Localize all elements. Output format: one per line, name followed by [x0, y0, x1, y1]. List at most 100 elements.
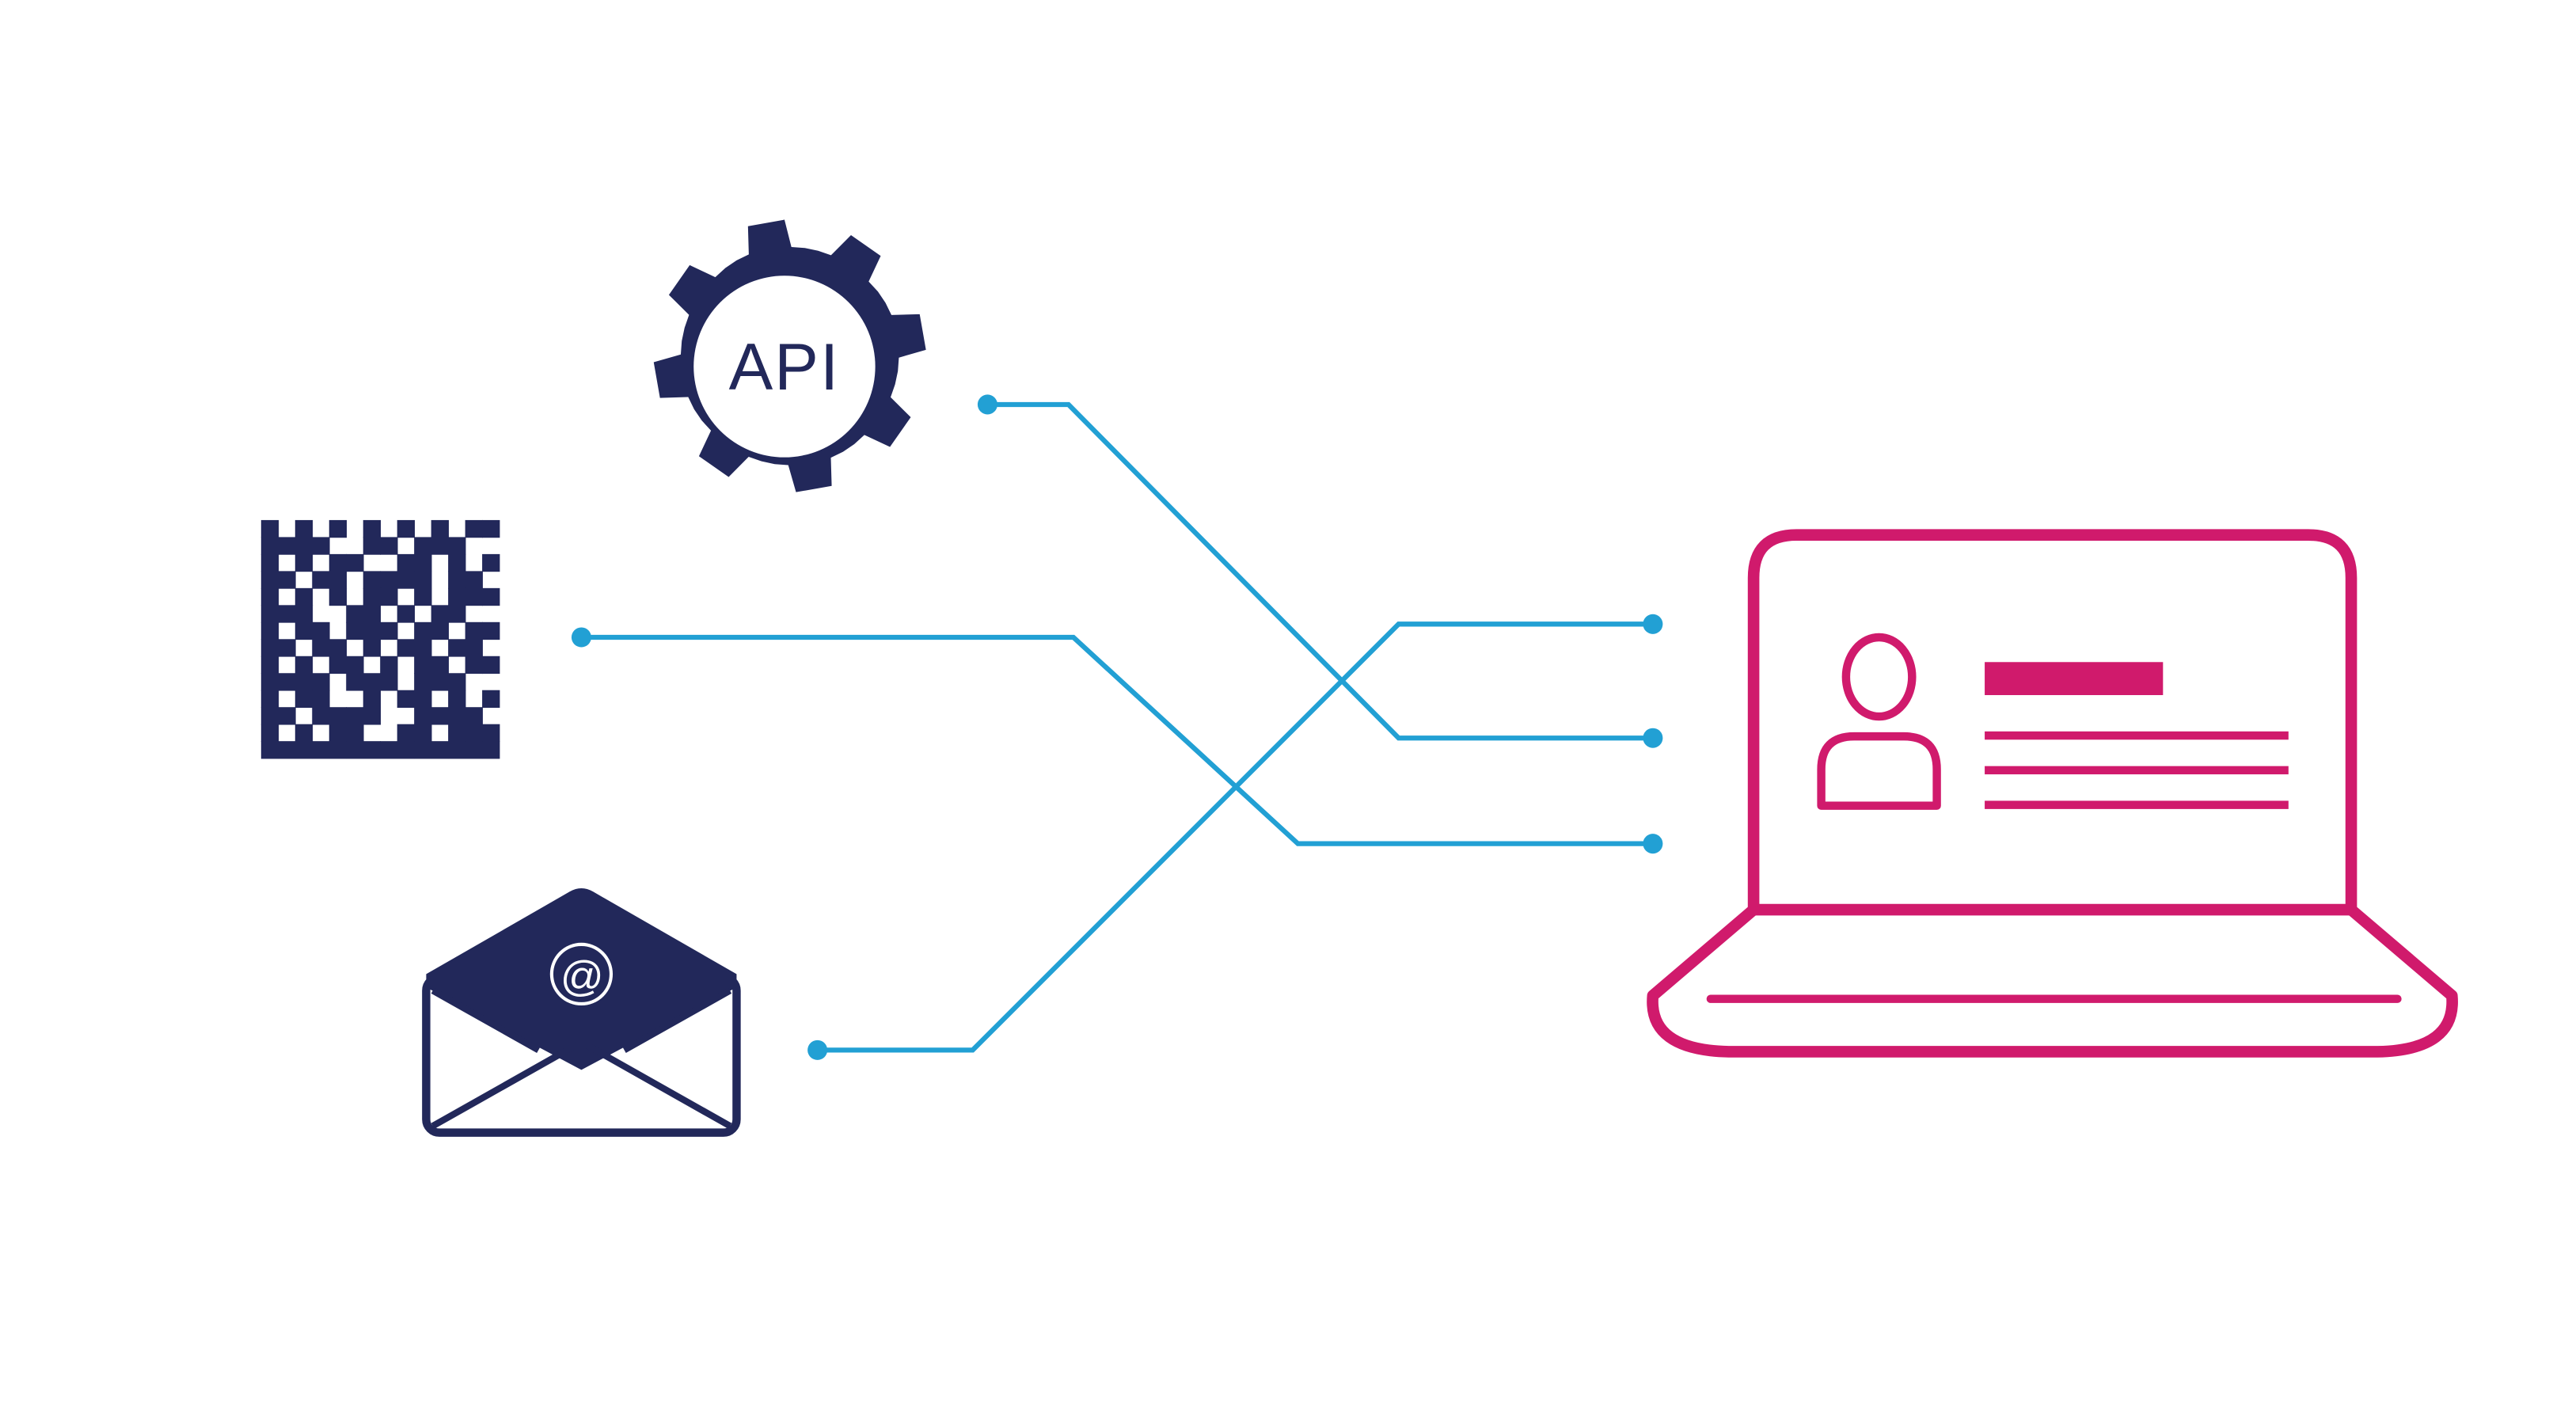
at-symbol: @: [560, 952, 603, 1000]
laptop-base: [1647, 903, 2458, 1058]
matrix-module: [329, 587, 348, 606]
matrix-module: [260, 537, 279, 555]
matrix-module: [465, 639, 483, 657]
matrix-module: [448, 537, 466, 555]
connector-matrix-code: [581, 634, 1653, 846]
matrix-module: [465, 724, 483, 743]
matrix-module: [465, 571, 483, 589]
matrix-module: [465, 707, 483, 725]
user-profile-icon: [1817, 633, 1941, 810]
matrix-module: [448, 741, 466, 759]
matrix-module: [260, 724, 279, 743]
envelope-inner-lines: [431, 987, 732, 1129]
at-symbol-ring: [549, 942, 614, 1006]
matrix-module: [312, 673, 330, 691]
matrix-module: [482, 724, 500, 743]
matrix-module: [397, 690, 415, 709]
heading-bar: [1985, 662, 2164, 695]
matrix-module: [414, 690, 432, 709]
matrix-module: [346, 741, 364, 759]
matrix-module: [363, 690, 382, 709]
endpoint-email-start: [807, 1039, 828, 1060]
matrix-module: [363, 587, 382, 606]
endpoint-slot-3: [1643, 834, 1663, 854]
matrix-module: [465, 741, 483, 759]
envelope-flap: [426, 887, 737, 1070]
matrix-module: [260, 639, 279, 657]
matrix-module: [260, 519, 279, 538]
matrix-module: [346, 605, 364, 623]
matrix-module: [380, 587, 398, 606]
matrix-module: [312, 621, 330, 640]
matrix-module: [278, 741, 296, 759]
matrix-module: [448, 690, 466, 709]
matrix-module: [278, 571, 296, 589]
matrix-module: [363, 673, 382, 691]
matrix-module: [294, 553, 313, 572]
matrix-module: [448, 724, 466, 743]
matrix-module: [294, 673, 313, 691]
matrix-module: [312, 537, 330, 555]
matrix-module: [482, 621, 500, 640]
matrix-module: [414, 537, 432, 555]
user-body: [1817, 732, 1941, 810]
matrix-module: [414, 673, 432, 691]
matrix-module: [329, 707, 348, 725]
endpoint-slot-1: [1643, 614, 1663, 634]
matrix-module: [260, 571, 279, 589]
matrix-module: [312, 571, 330, 589]
matrix-module: [363, 707, 382, 725]
matrix-module: [363, 639, 382, 657]
matrix-module: [414, 707, 432, 725]
connector-api: [987, 401, 1653, 741]
matrix-module: [329, 639, 348, 657]
matrix-module: [260, 673, 279, 691]
matrix-module: [482, 587, 500, 606]
matrix-module: [482, 519, 500, 538]
matrix-module: [448, 639, 466, 657]
matrix-module: [431, 537, 449, 555]
matrix-module: [431, 656, 449, 675]
matrix-module: [363, 519, 382, 538]
matrix-module: [397, 724, 415, 743]
matrix-module: [312, 741, 330, 759]
api-gear-icon: API: [653, 219, 926, 492]
matrix-module: [329, 741, 348, 759]
matrix-module: [414, 553, 432, 572]
matrix-module: [294, 690, 313, 709]
matrix-module: [431, 605, 449, 623]
matrix-module: [312, 707, 330, 725]
matrix-module: [260, 587, 279, 606]
matrix-module: [431, 673, 449, 691]
matrix-module: [414, 571, 432, 589]
matrix-module: [414, 639, 432, 657]
connector-endpoints: [571, 394, 1663, 1060]
matrix-module: [346, 724, 364, 743]
matrix-module: [414, 587, 432, 606]
matrix-module: [431, 519, 449, 538]
matrix-module: [482, 553, 500, 572]
matrix-module: [448, 587, 466, 606]
matrix-module: [397, 553, 415, 572]
envelope-icon: @: [422, 887, 741, 1137]
matrix-module: [278, 673, 296, 691]
matrix-module: [329, 553, 348, 572]
matrix-module: [329, 656, 348, 675]
text-line-3: [1985, 800, 2289, 809]
matrix-module: [294, 605, 313, 623]
matrix-module: [294, 656, 313, 675]
matrix-module: [346, 707, 364, 725]
matrix-module: [397, 571, 415, 589]
matrix-module: [380, 621, 398, 640]
matrix-module: [363, 537, 382, 555]
matrix-module: [380, 673, 398, 691]
matrix-module: [294, 621, 313, 640]
screen-text-content: [1985, 662, 2289, 809]
matrix-module: [363, 605, 382, 623]
matrix-module: [294, 724, 313, 743]
matrix-module: [260, 621, 279, 640]
matrix-module: [465, 656, 483, 675]
matrix-module: [380, 741, 398, 759]
matrix-module: [465, 621, 483, 640]
